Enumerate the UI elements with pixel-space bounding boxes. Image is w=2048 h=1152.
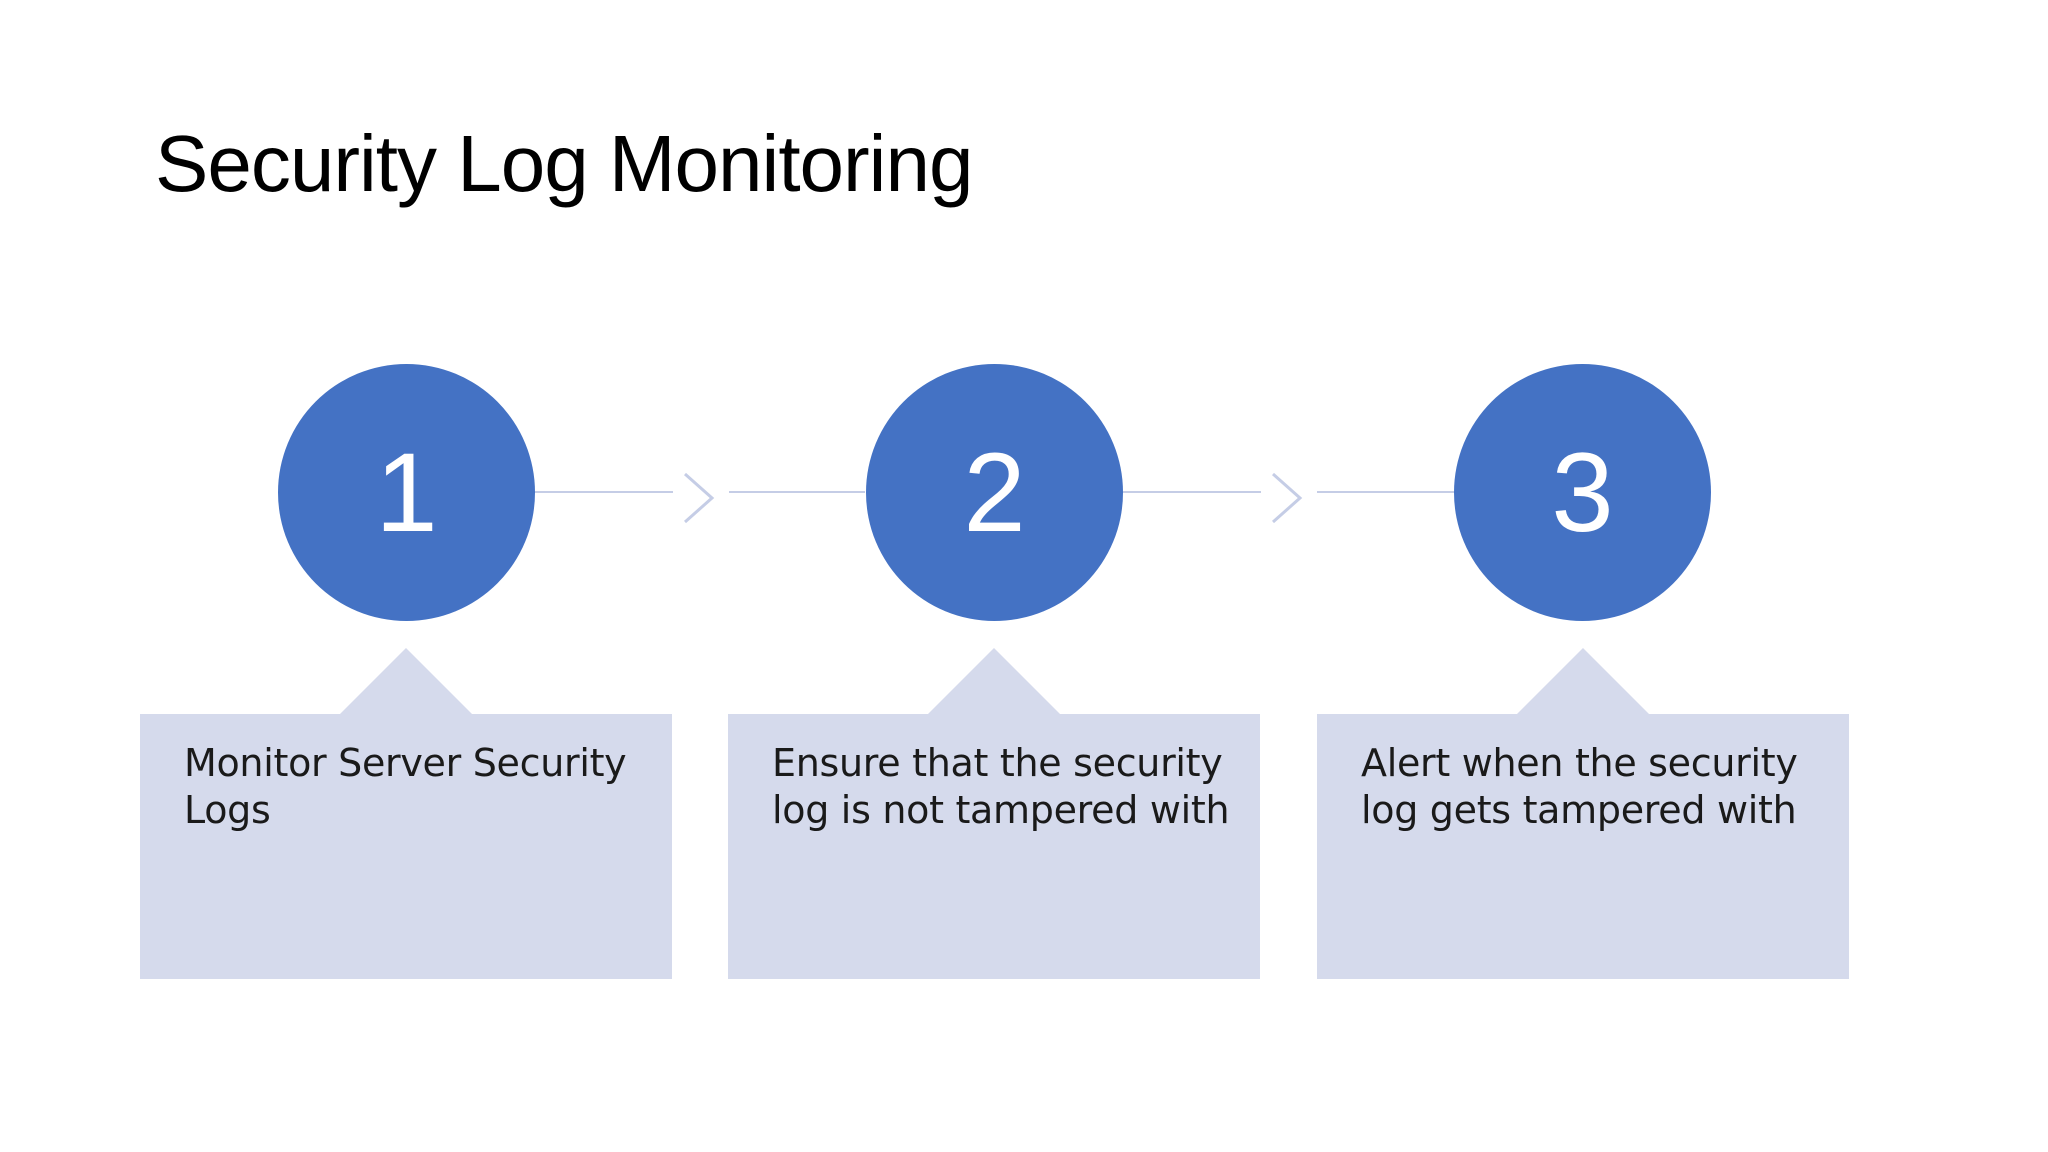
chevron-right-icon	[684, 472, 715, 524]
step-2-text: Ensure that the security log is not tamp…	[772, 741, 1230, 832]
step-1-text: Monitor Server Security Logs	[184, 741, 627, 832]
chevron-right-icon	[1272, 472, 1303, 524]
step-2-circle: 2	[866, 364, 1123, 621]
step-3-circle: 3	[1454, 364, 1711, 621]
step-3-number: 3	[1551, 429, 1614, 555]
step-1-callout: Monitor Server Security Logs	[140, 648, 672, 979]
callout-pointer	[1517, 648, 1649, 714]
step-2-number: 2	[963, 429, 1026, 555]
step-1-number: 1	[375, 429, 438, 555]
slide-title: Security Log Monitoring	[155, 119, 973, 208]
step-2-callout: Ensure that the security log is not tamp…	[728, 648, 1260, 979]
callout-box: Ensure that the security log is not tamp…	[728, 714, 1260, 979]
step-3-text: Alert when the security log gets tampere…	[1361, 741, 1798, 832]
step-3-callout: Alert when the security log gets tampere…	[1317, 648, 1849, 979]
callout-box: Monitor Server Security Logs	[140, 714, 672, 979]
callout-box: Alert when the security log gets tampere…	[1317, 714, 1849, 979]
step-1-circle: 1	[278, 364, 535, 621]
callout-pointer	[928, 648, 1060, 714]
callout-pointer	[340, 648, 472, 714]
